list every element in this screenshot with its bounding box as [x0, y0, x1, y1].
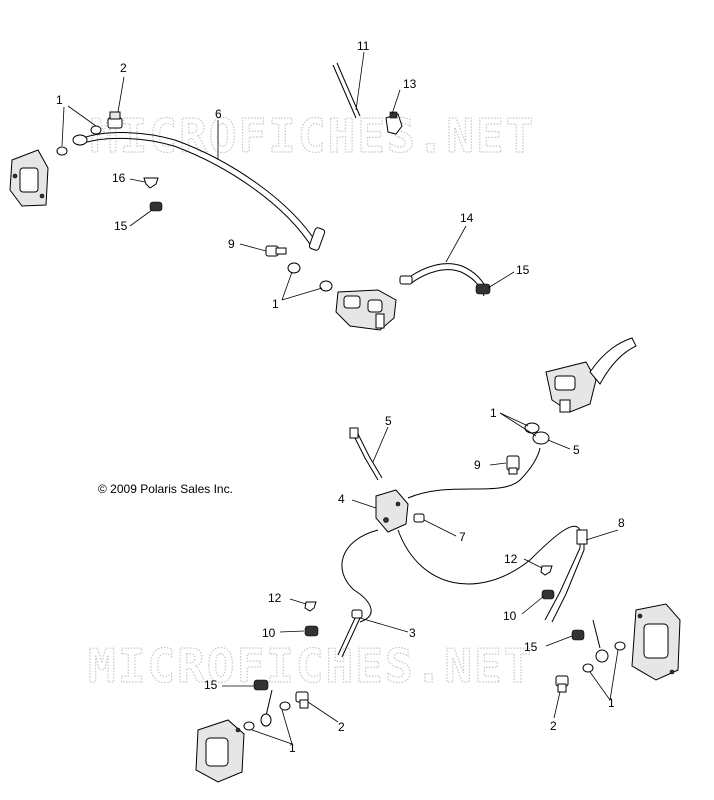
banjo-fitting-left: [260, 713, 272, 727]
crush-washer-1f: [614, 641, 626, 651]
banjo-bolt-2-right: [555, 675, 569, 693]
callout-9-mid: 9: [474, 458, 481, 472]
callout-15-mid: 15: [516, 263, 530, 277]
brake-line-8: [544, 529, 588, 623]
banjo-fitting-right: [595, 649, 609, 663]
callout-1-mid: 1: [272, 297, 279, 311]
callout-2-top: 2: [120, 61, 127, 75]
clip-16-top: [143, 177, 159, 189]
callout-12-left: 12: [268, 591, 282, 605]
rear-master-cylinder: [335, 289, 397, 331]
banjo-bolt-2-top: [107, 111, 123, 129]
callout-12-right: 12: [504, 552, 518, 566]
watermark-top: MICROFICHES.NET: [90, 109, 535, 163]
brake-line-6: [72, 132, 326, 251]
callout-2-bottom-left: 2: [338, 720, 345, 734]
leader-lines: [61, 51, 619, 745]
brake-hose-14: [399, 263, 489, 297]
crush-washer-1e: [524, 422, 540, 434]
callout-16: 16: [112, 171, 126, 185]
crush-washer-1g: [582, 663, 594, 673]
callout-15-top: 15: [114, 219, 128, 233]
crush-washer-1i: [279, 701, 291, 711]
callout-3: 3: [409, 626, 416, 640]
callout-2-bottom-right: 2: [550, 719, 557, 733]
callout-14: 14: [460, 211, 474, 225]
bolt-7: [413, 513, 425, 523]
clamp-15-mid: [475, 283, 491, 295]
clip-12-left: [304, 601, 317, 612]
clamp-10-right: [541, 589, 555, 600]
callout-8: 8: [618, 516, 625, 530]
front-right-caliper: [631, 603, 681, 681]
hand-master-cylinder: [545, 337, 637, 413]
banjo-bolt-2-left: [295, 691, 309, 709]
brake-line-8-right: [397, 525, 581, 585]
clamp-15-left: [253, 679, 269, 691]
callout-5-right: 5: [573, 443, 580, 457]
crush-washer-1d: [319, 280, 333, 292]
crush-washer-1c: [287, 262, 301, 274]
fitting-13: [385, 111, 403, 135]
callout-4: 4: [338, 492, 345, 506]
distribution-block-4: [375, 489, 409, 533]
callout-labels: 2 1 6 16 15 11 13 9 1 14 15 5 1 5 9 4 7 …: [56, 39, 625, 755]
callout-13: 13: [403, 77, 417, 91]
callout-10-right: 10: [503, 609, 517, 623]
watermark-bottom: MICROFICHES.NET: [88, 639, 533, 693]
clamp-15-right: [571, 629, 585, 641]
banjo-bolt-9-top: [265, 245, 287, 257]
banjo-fitting-5-right: [532, 431, 550, 445]
brake-line-3-rigid: [337, 609, 363, 658]
front-left-caliper: [9, 149, 49, 207]
callout-1-bottom-right: 1: [608, 696, 615, 710]
brake-line-5: [349, 427, 383, 481]
callout-9-top: 9: [228, 237, 235, 251]
callout-1-top: 1: [56, 93, 63, 107]
clamp-10-left: [304, 625, 319, 637]
callout-11: 11: [357, 39, 370, 53]
banjo-bolt-9-mid: [506, 455, 520, 475]
front-left-caliper-bottom: [195, 719, 245, 783]
hose-end-right: [592, 619, 601, 649]
callout-5-left: 5: [385, 414, 392, 428]
callout-1-right: 1: [490, 406, 497, 420]
copyright-notice: © 2009 Polaris Sales Inc.: [98, 482, 233, 496]
crush-washer-1h: [243, 721, 255, 731]
clamp-15-top: [149, 201, 163, 212]
brake-line-to-master: [407, 447, 541, 499]
crush-washer-1b: [90, 125, 102, 135]
callout-15-left: 15: [204, 678, 218, 692]
callout-15-right: 15: [524, 640, 538, 654]
crush-washer-1a: [56, 146, 68, 156]
callout-10-left: 10: [262, 626, 276, 640]
callout-6: 6: [215, 107, 222, 121]
clip-12-right: [540, 565, 553, 576]
callout-7: 7: [459, 530, 466, 544]
hose-end-left: [265, 689, 273, 717]
callout-1-bottom-left: 1: [289, 741, 296, 755]
brake-line-3: [341, 529, 379, 623]
